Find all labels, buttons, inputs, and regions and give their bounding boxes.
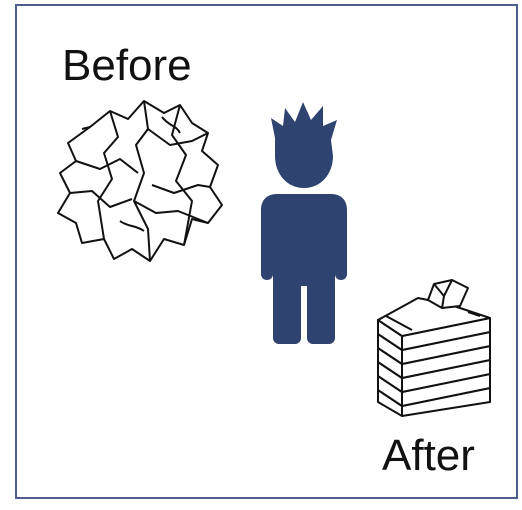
after-label: After [382,434,475,478]
crumpled-clothes-icon [52,89,227,269]
diagram-frame: Before [15,4,518,499]
folded-clothes-stack-icon [372,278,497,418]
before-label: Before [62,44,192,88]
person-icon [247,98,362,348]
